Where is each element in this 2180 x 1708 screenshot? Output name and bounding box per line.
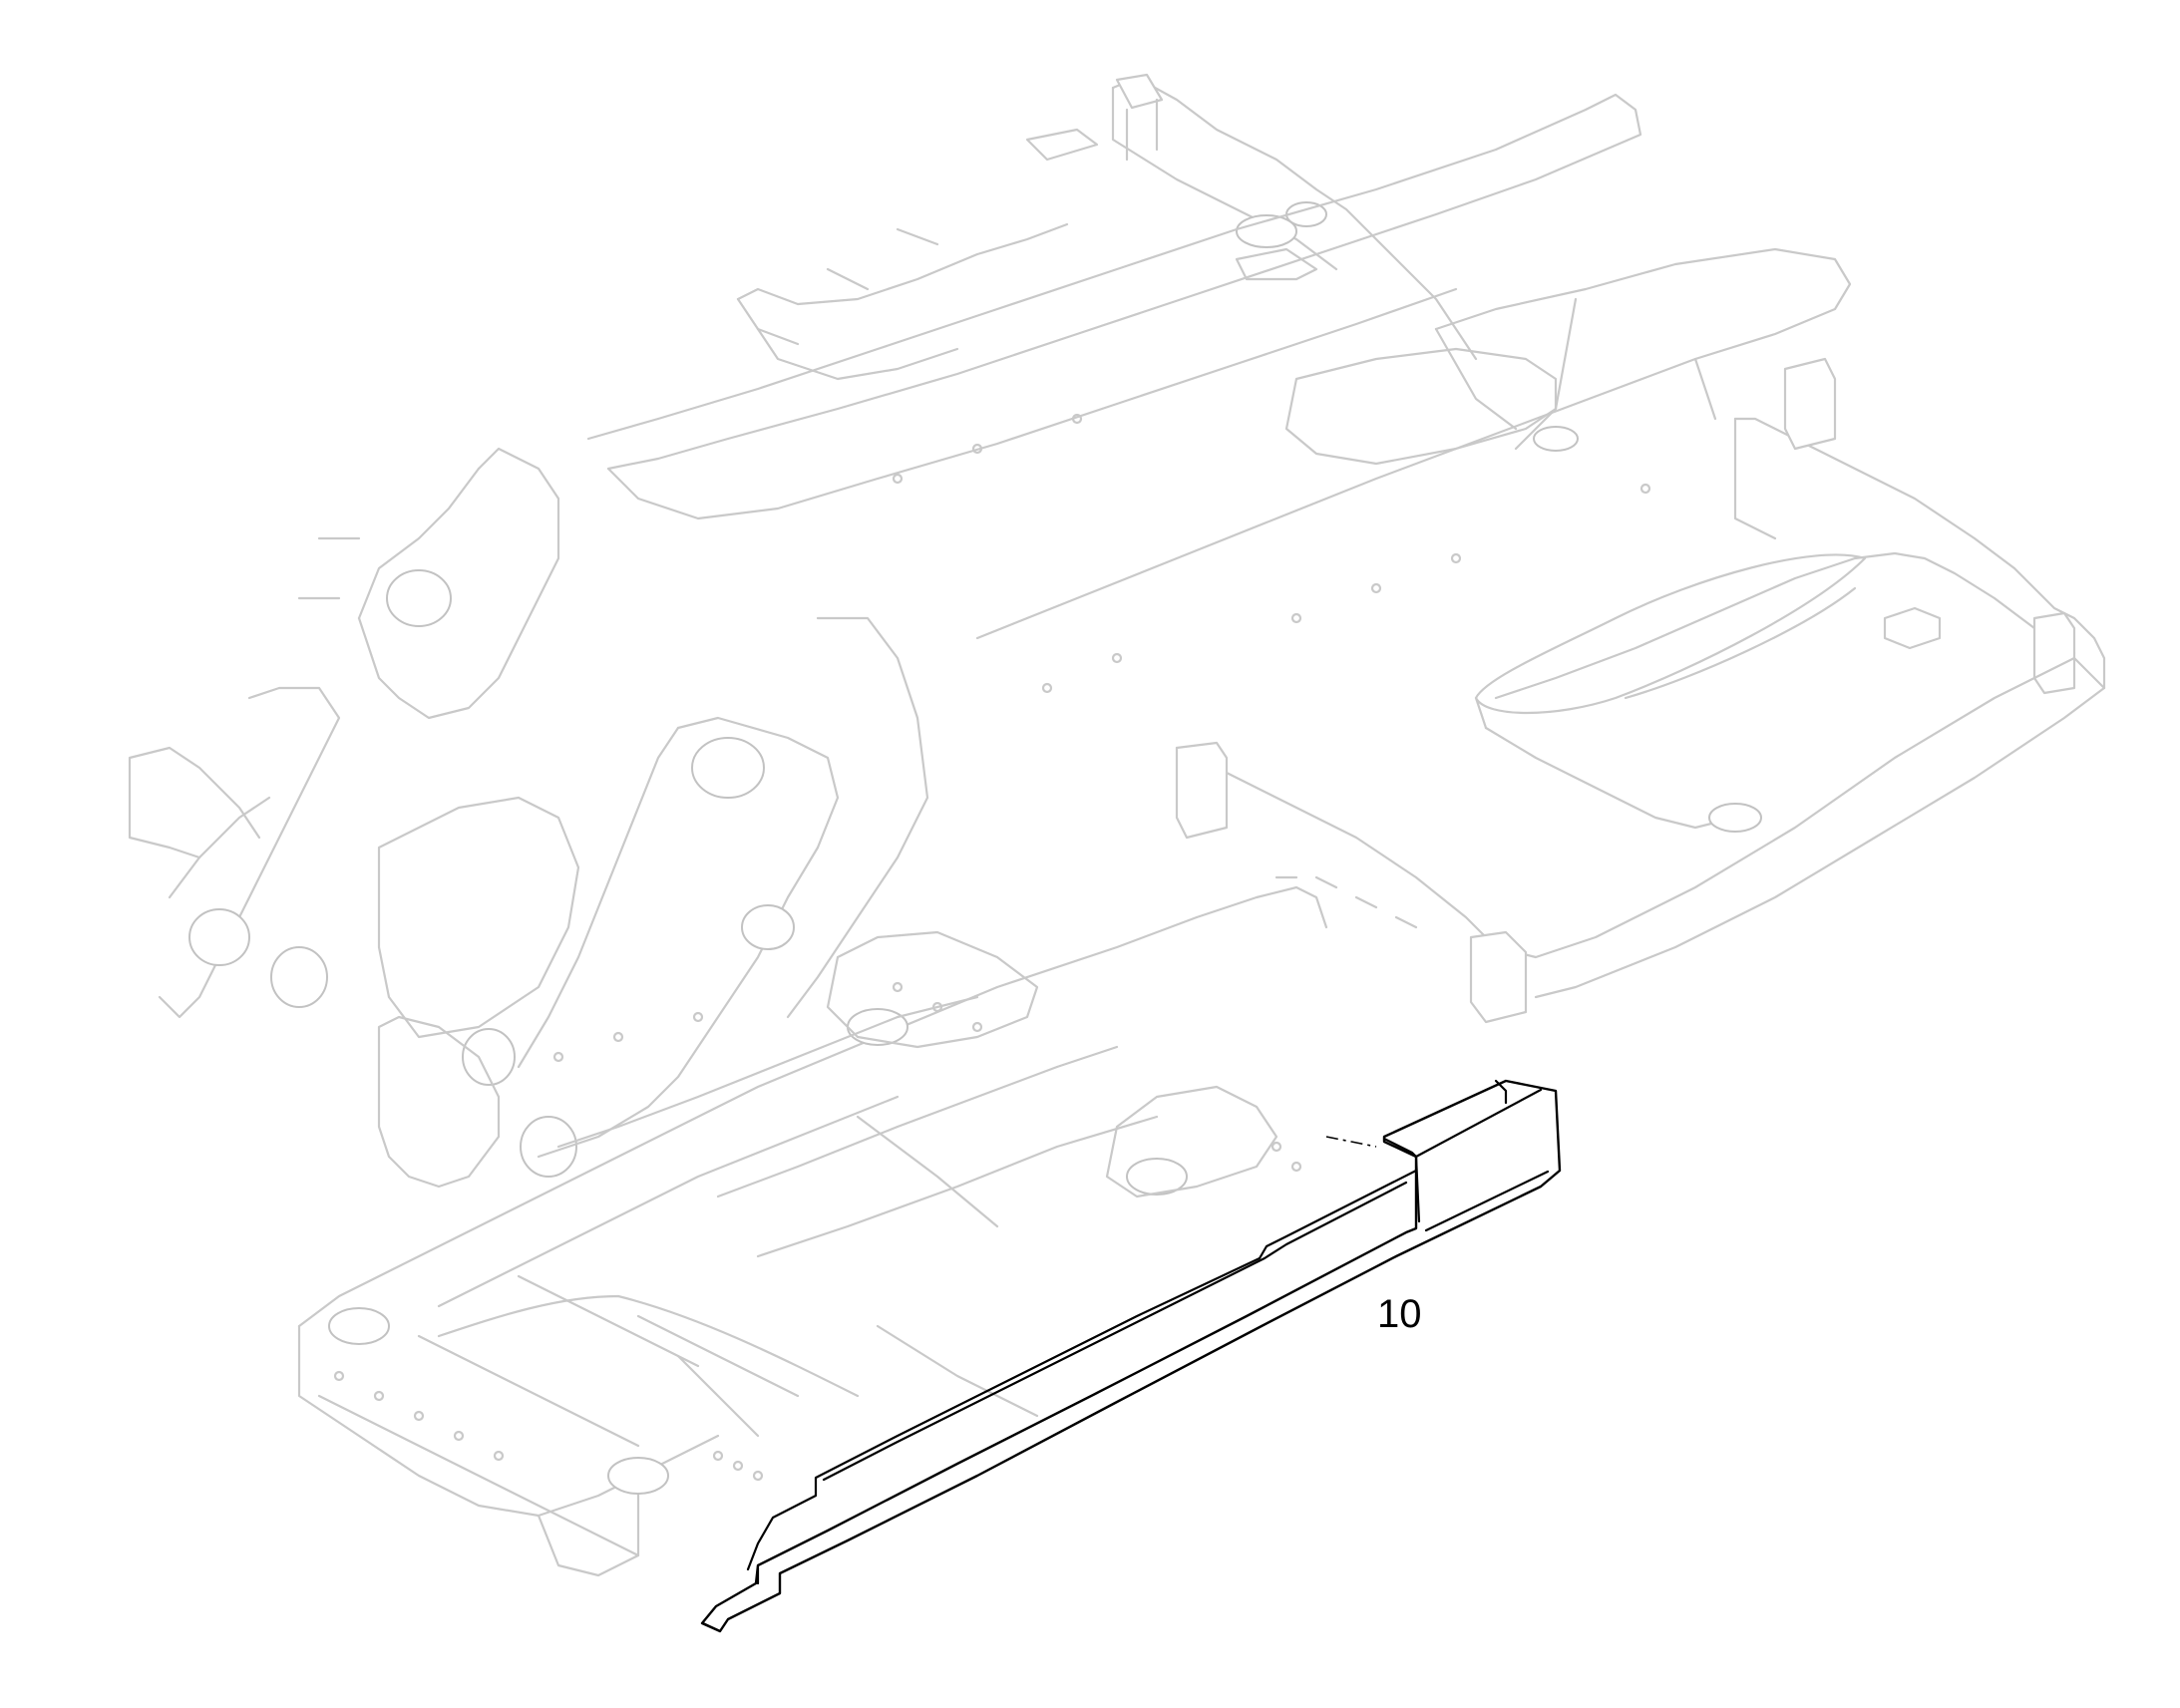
assembly-leader-line (1325, 1136, 1377, 1148)
callout-number-10: 10 (1377, 1292, 1422, 1336)
highlighted-part (700, 1079, 1562, 1633)
machine-frame-ghost (128, 73, 2106, 1577)
